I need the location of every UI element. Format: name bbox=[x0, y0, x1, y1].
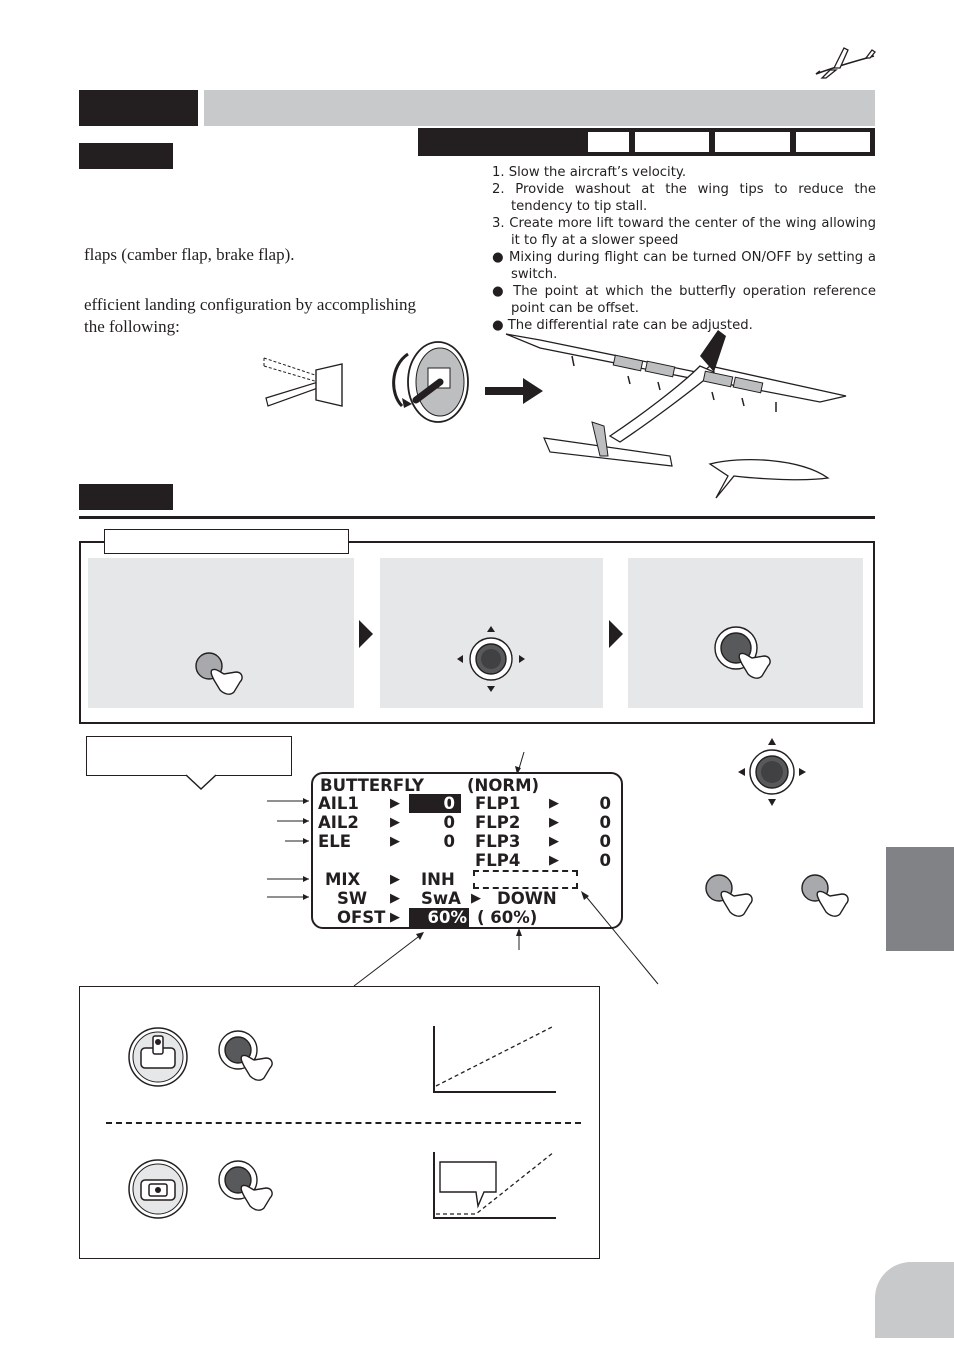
mix-value[interactable]: INH bbox=[421, 870, 455, 889]
dial-icon[interactable] bbox=[736, 736, 808, 808]
dial-icon[interactable] bbox=[455, 626, 527, 692]
ofst-label: OFST bbox=[337, 908, 386, 927]
applies-cell-2 bbox=[635, 132, 709, 152]
stick-icon bbox=[263, 357, 343, 407]
arrow-icon: ▶ bbox=[549, 815, 559, 830]
glider-icon bbox=[815, 47, 876, 79]
switch-icon bbox=[392, 341, 469, 423]
screen-condition: (NORM) bbox=[467, 776, 540, 795]
callout-box bbox=[86, 736, 292, 776]
step-arrow-icon bbox=[609, 620, 623, 648]
feature-list: 1. Slow the aircraft’s velocity. 2. Prov… bbox=[492, 164, 876, 334]
divider bbox=[106, 1122, 581, 1124]
press-button-icon[interactable] bbox=[194, 650, 250, 696]
offset-explanation-frame bbox=[79, 986, 600, 1259]
arrow-right-icon bbox=[485, 378, 543, 404]
value-ail1[interactable]: 0 bbox=[409, 794, 461, 813]
airplane-icon bbox=[505, 330, 847, 499]
value-ail2[interactable]: 0 bbox=[443, 813, 455, 832]
arrow-icon: ▶ bbox=[549, 796, 559, 811]
value-flp4[interactable]: 0 bbox=[599, 851, 611, 870]
ofst-value[interactable]: 60% bbox=[409, 908, 469, 927]
intro-text-1: flaps (camber flap, brake flap). bbox=[84, 245, 295, 264]
mix-label: MIX bbox=[325, 870, 361, 889]
list-item: ● The differential rate can be adjusted. bbox=[492, 318, 753, 333]
row-label-ail2: AIL2 bbox=[318, 813, 359, 832]
dial-press-icon[interactable] bbox=[218, 1028, 280, 1086]
row-label-flp2: FLP2 bbox=[475, 813, 521, 832]
press-button-icon[interactable] bbox=[800, 872, 856, 918]
list-item: 1. Slow the aircraft’s velocity. bbox=[492, 165, 687, 180]
howto-frame bbox=[79, 541, 875, 724]
title-tab bbox=[79, 90, 198, 126]
press-button-icon[interactable] bbox=[704, 872, 760, 918]
leader-line-offset bbox=[353, 932, 424, 987]
row-label-ele: ELE bbox=[318, 832, 352, 851]
ofst-current: ( 60%) bbox=[477, 908, 538, 927]
row-label-ail1: AIL1 bbox=[318, 794, 359, 813]
lcd-screen: BUTTERFLY (NORM) AIL1 ▶ 0 FLP1 ▶ 0 AIL2 … bbox=[311, 772, 623, 929]
row-label-flp3: FLP3 bbox=[475, 832, 521, 851]
arrow-icon: ▶ bbox=[471, 891, 481, 906]
leader-arrows bbox=[267, 798, 309, 900]
leader-line-current bbox=[516, 928, 522, 950]
arrow-icon: ▶ bbox=[549, 853, 559, 868]
arrow-icon: ▶ bbox=[390, 891, 400, 906]
function-section-tab bbox=[79, 143, 173, 169]
applies-cell-3 bbox=[715, 132, 790, 152]
graph-icon bbox=[433, 1151, 556, 1219]
row-label-flp1: FLP1 bbox=[475, 794, 521, 813]
applies-cell-4 bbox=[796, 132, 870, 152]
value-ele[interactable]: 0 bbox=[443, 832, 455, 851]
arrow-icon: ▶ bbox=[390, 872, 400, 887]
arrow-icon: ▶ bbox=[390, 834, 400, 849]
operation-section-tab bbox=[79, 484, 173, 510]
list-item: 3. Create more lift toward the center of… bbox=[492, 216, 876, 248]
sw-value[interactable]: SwA bbox=[421, 889, 461, 908]
graph-icon bbox=[433, 1025, 556, 1093]
list-item: 2. Provide washout at the wing tips to r… bbox=[492, 182, 876, 214]
value-flp1[interactable]: 0 bbox=[599, 794, 611, 813]
side-index-tab bbox=[886, 847, 954, 951]
step-arrow-icon bbox=[359, 620, 373, 648]
arrow-icon: ▶ bbox=[390, 910, 400, 925]
value-flp2[interactable]: 0 bbox=[599, 813, 611, 832]
howto-caption bbox=[104, 529, 349, 554]
switch-center-icon bbox=[128, 1159, 188, 1219]
list-item: ● The point at which the butterfly opera… bbox=[492, 284, 876, 316]
mix-status-box bbox=[473, 870, 578, 889]
intro-text-3: the following: bbox=[84, 317, 180, 336]
row-label-flp4: FLP4 bbox=[475, 851, 521, 870]
page-number-tab bbox=[875, 1262, 954, 1338]
section-rule bbox=[79, 516, 875, 519]
title-bar bbox=[204, 90, 875, 126]
leader-line-condition bbox=[515, 751, 525, 774]
leader-line-status bbox=[581, 891, 659, 985]
dial-press-icon[interactable] bbox=[714, 624, 780, 686]
arrow-icon: ▶ bbox=[549, 834, 559, 849]
sw-label: SW bbox=[337, 889, 368, 908]
value-flp3[interactable]: 0 bbox=[599, 832, 611, 851]
list-item: ● Mixing during flight can be turned ON/… bbox=[492, 250, 876, 282]
intro-text-2: efficient landing configuration by accom… bbox=[84, 295, 417, 314]
switch-up-icon bbox=[128, 1027, 188, 1087]
dial-press-icon[interactable] bbox=[218, 1158, 280, 1216]
applies-cell-1 bbox=[588, 132, 629, 152]
screen-title: BUTTERFLY bbox=[320, 776, 425, 795]
step-panel-2 bbox=[380, 558, 603, 708]
callout-pointer bbox=[185, 774, 217, 791]
sw-direction[interactable]: DOWN bbox=[497, 889, 557, 908]
arrow-icon: ▶ bbox=[390, 796, 400, 811]
arrow-icon: ▶ bbox=[390, 815, 400, 830]
